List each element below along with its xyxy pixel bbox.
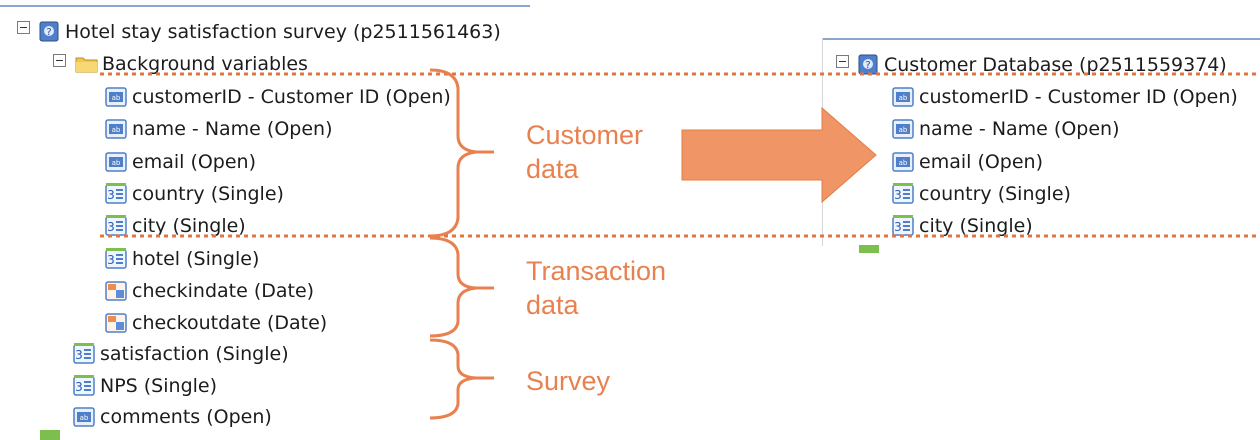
single-choice-icon: 3 xyxy=(891,215,915,237)
left-tree-item[interactable]: ab email (Open) xyxy=(104,147,256,177)
right-tree-item-label: name - Name (Open) xyxy=(919,118,1120,141)
svg-text:3: 3 xyxy=(75,348,83,362)
survey-icon: ? xyxy=(37,21,61,43)
left-tree-item[interactable]: 3 hotel (Single) xyxy=(104,244,259,274)
right-tree-item-label: customerID - Customer ID (Open) xyxy=(919,86,1238,108)
svg-text:?: ? xyxy=(865,60,870,71)
mapping-arrow-icon xyxy=(681,106,877,204)
survey-bracket xyxy=(429,338,494,420)
left-tree-item-label: city (Single) xyxy=(132,215,246,238)
open-text-icon: ab xyxy=(891,151,915,173)
right-tree-item[interactable]: ab customerID - Customer ID (Open) xyxy=(891,82,1238,112)
svg-text:?: ? xyxy=(46,27,51,38)
left-tree-item-label: checkoutdate (Date) xyxy=(132,312,328,335)
left-tree-root-item[interactable]: 3 NPS (Single) xyxy=(72,371,217,401)
survey-icon: ? xyxy=(856,54,880,76)
svg-text:ab: ab xyxy=(899,126,908,134)
annotation-customer-data: Customer data xyxy=(526,118,643,186)
annotation-transaction-line1: Transaction xyxy=(526,256,667,286)
left-tree-item[interactable]: checkindate (Date) xyxy=(104,276,314,306)
left-tree-item[interactable]: 3 city (Single) xyxy=(104,211,246,241)
date-icon xyxy=(104,280,128,302)
svg-text:3: 3 xyxy=(107,188,115,202)
folder-collapse-toggle[interactable] xyxy=(53,54,66,67)
root-collapse-toggle[interactable] xyxy=(17,21,30,34)
annotation-survey: Survey xyxy=(526,364,610,398)
annotation-customer-line2: data xyxy=(526,154,579,184)
svg-text:ab: ab xyxy=(899,94,908,102)
open-text-icon: ab xyxy=(891,118,915,140)
open-text-icon: ab xyxy=(891,86,915,108)
annotation-customer-line1: Customer xyxy=(526,120,644,150)
folder-label: Background variables xyxy=(102,53,308,75)
folder-background-variables[interactable]: Background variables xyxy=(74,49,308,79)
svg-text:3: 3 xyxy=(107,220,115,234)
left-tree-item-label: customerID - Customer ID (Open) xyxy=(132,86,451,108)
folder-icon xyxy=(74,53,98,75)
left-tree-item-label: email (Open) xyxy=(132,150,257,173)
single-choice-icon: 3 xyxy=(891,182,915,205)
open-text-icon: ab xyxy=(104,151,128,173)
svg-text:3: 3 xyxy=(75,380,83,394)
left-tree-item-label: country (Single) xyxy=(132,182,284,205)
left-panel-top-border xyxy=(0,5,530,7)
right-tree-item-label: country (Single) xyxy=(919,182,1071,205)
right-tree-item[interactable]: 3 city (Single) xyxy=(891,211,1033,241)
right-root-collapse-toggle[interactable] xyxy=(836,55,849,68)
right-tree-item[interactable]: ab email (Open) xyxy=(891,147,1043,177)
right-tree-item-label: city (Single) xyxy=(919,215,1033,238)
svg-text:ab: ab xyxy=(112,159,121,167)
single-choice-icon: 3 xyxy=(104,182,128,205)
open-text-icon: ab xyxy=(104,118,128,140)
cut-off-left-icon xyxy=(40,430,60,440)
single-choice-icon: 3 xyxy=(72,374,96,397)
left-tree-root-item[interactable]: 3 satisfaction (Single) xyxy=(72,339,289,369)
annotation-transaction-data: Transaction data xyxy=(526,254,666,322)
left-tree-root[interactable]: ? Hotel stay satisfaction survey (p25115… xyxy=(37,17,501,47)
annotation-transaction-line2: data xyxy=(526,290,579,320)
left-tree-item-label: checkindate (Date) xyxy=(132,279,315,302)
left-tree-root-item-label: satisfaction (Single) xyxy=(100,343,289,365)
single-choice-icon: 3 xyxy=(104,247,128,270)
open-text-icon: ab xyxy=(72,406,96,428)
cut-off-row-icon xyxy=(859,245,879,253)
transaction-bracket xyxy=(429,236,494,338)
right-tree-item-label: email (Open) xyxy=(919,150,1044,173)
svg-text:3: 3 xyxy=(894,220,902,234)
customer-bracket xyxy=(429,68,494,238)
right-tree-root-label: Customer Database (p2511559374) xyxy=(884,54,1227,76)
svg-text:ab: ab xyxy=(899,159,908,167)
left-tree-item[interactable]: ab name - Name (Open) xyxy=(104,114,332,144)
svg-text:3: 3 xyxy=(894,188,902,202)
svg-text:ab: ab xyxy=(112,94,121,102)
right-tree-root[interactable]: ? Customer Database (p2511559374) xyxy=(856,50,1227,80)
svg-text:3: 3 xyxy=(107,253,115,267)
left-tree-item[interactable]: ab customerID - Customer ID (Open) xyxy=(104,82,451,112)
date-icon xyxy=(104,312,128,334)
left-tree-item[interactable]: 3 country (Single) xyxy=(104,179,284,209)
left-tree-root-label: Hotel stay satisfaction survey (p2511561… xyxy=(65,21,501,43)
right-panel-top-border xyxy=(822,38,1260,40)
left-tree-root-item[interactable]: ab comments (Open) xyxy=(72,402,272,432)
left-tree-item[interactable]: checkoutdate (Date) xyxy=(104,308,327,338)
left-tree-item-label: hotel (Single) xyxy=(132,247,260,270)
left-tree-root-item-label: comments (Open) xyxy=(100,406,272,428)
open-text-icon: ab xyxy=(104,86,128,108)
single-choice-icon: 3 xyxy=(72,343,96,365)
right-tree-item[interactable]: 3 country (Single) xyxy=(891,179,1071,209)
left-tree-root-item-label: NPS (Single) xyxy=(100,374,218,397)
svg-text:ab: ab xyxy=(80,414,89,422)
annotation-survey-line1: Survey xyxy=(526,366,611,396)
svg-text:ab: ab xyxy=(112,126,121,134)
right-tree-item[interactable]: ab name - Name (Open) xyxy=(891,114,1119,144)
left-tree-item-label: name - Name (Open) xyxy=(132,118,333,141)
